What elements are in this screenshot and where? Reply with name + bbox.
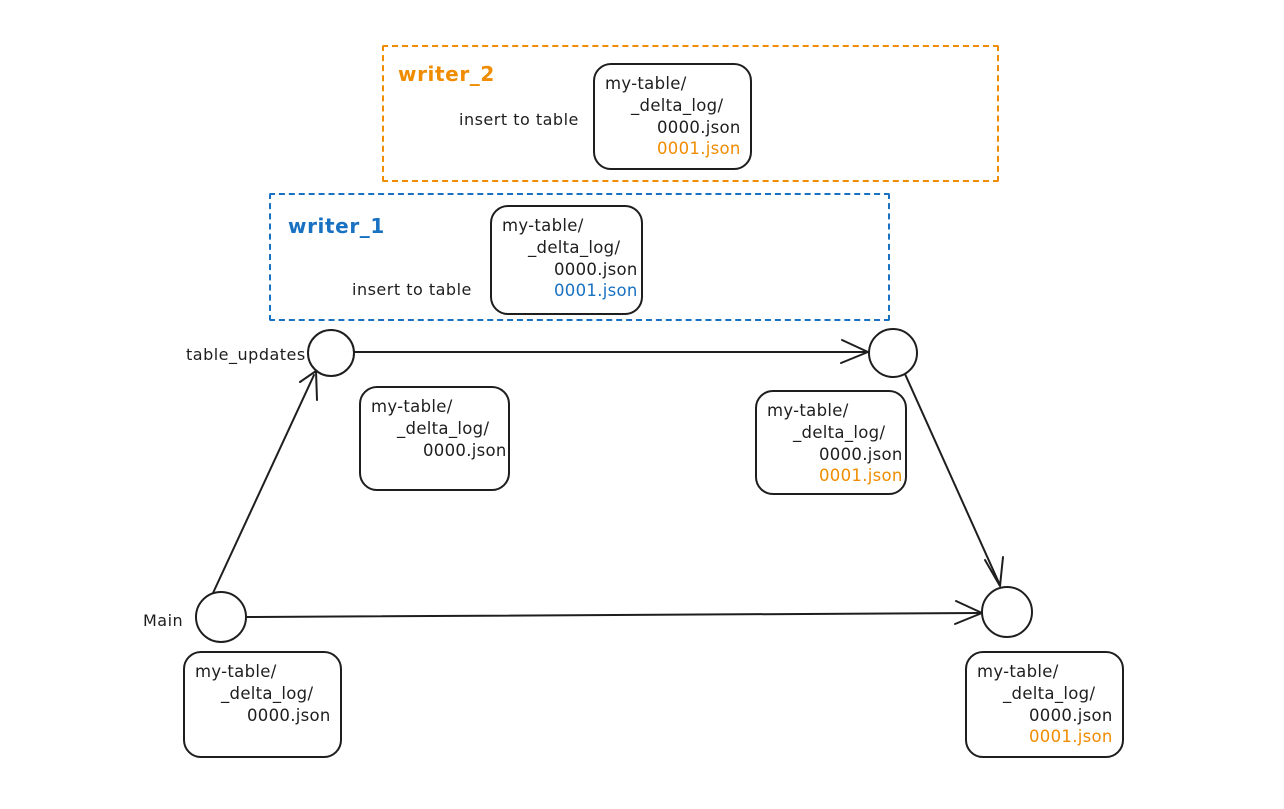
node-main-start[interactable] bbox=[195, 591, 247, 643]
card-line-path: my-table/ bbox=[195, 662, 277, 681]
card-line-path: my-table/ bbox=[767, 401, 849, 420]
card-line-dir: _delta_log/ bbox=[397, 418, 490, 438]
card-main-start: my-table/ _delta_log/ 0000.json bbox=[183, 651, 342, 758]
card-line-dir: _delta_log/ bbox=[528, 237, 621, 257]
edge-table-updates-to-main bbox=[904, 373, 1004, 587]
edge-main-to-table-updates bbox=[212, 370, 318, 594]
branch-label-table-updates: table_updates bbox=[186, 345, 306, 364]
node-main-end[interactable] bbox=[981, 586, 1033, 638]
card-line-path: my-table/ bbox=[605, 74, 687, 93]
card-line-file-0: 0000.json bbox=[554, 259, 638, 279]
card-line-file-1: 0001.json bbox=[1029, 727, 1113, 747]
card-line-file-1: 0001.json bbox=[554, 281, 638, 301]
group-frame-writer-2 bbox=[382, 45, 999, 182]
card-line-file-1: 0001.json bbox=[657, 139, 741, 159]
card-line-file-0: 0000.json bbox=[657, 117, 741, 137]
card-line-dir: _delta_log/ bbox=[1003, 683, 1096, 703]
node-table-updates-start[interactable] bbox=[307, 329, 355, 377]
card-writer-1: my-table/ _delta_log/ 0000.json 0001.jso… bbox=[490, 205, 643, 315]
card-line-dir: _delta_log/ bbox=[793, 422, 886, 442]
card-line-path: my-table/ bbox=[502, 216, 584, 235]
card-line-file-0: 0000.json bbox=[423, 440, 507, 460]
card-line-dir: _delta_log/ bbox=[631, 95, 724, 115]
edge-table-updates-commit bbox=[353, 339, 869, 364]
card-line-file-0: 0000.json bbox=[1029, 705, 1113, 725]
group-sublabel-writer-2: insert to table bbox=[459, 110, 579, 129]
branch-label-main: Main bbox=[143, 611, 184, 630]
group-label-writer-2: writer_2 bbox=[398, 62, 495, 86]
card-line-file-0: 0000.json bbox=[247, 705, 331, 725]
card-writer-2: my-table/ _delta_log/ 0000.json 0001.jso… bbox=[593, 63, 752, 170]
card-line-path: my-table/ bbox=[977, 662, 1059, 681]
group-sublabel-writer-1: insert to table bbox=[352, 280, 472, 299]
card-line-file-1: 0001.json bbox=[819, 466, 903, 486]
group-label-writer-1: writer_1 bbox=[288, 214, 385, 238]
card-table-updates-start: my-table/ _delta_log/ 0000.json bbox=[359, 386, 510, 491]
card-line-path: my-table/ bbox=[371, 397, 453, 416]
node-table-updates-end[interactable] bbox=[868, 328, 918, 378]
edge-main-commit bbox=[246, 600, 983, 625]
card-table-updates-merged: my-table/ _delta_log/ 0000.json 0001.jso… bbox=[755, 390, 907, 495]
card-line-file-0: 0000.json bbox=[819, 444, 903, 464]
group-frame-writer-1 bbox=[269, 193, 890, 321]
card-line-dir: _delta_log/ bbox=[221, 683, 314, 703]
card-main-merged: my-table/ _delta_log/ 0000.json 0001.jso… bbox=[965, 651, 1124, 758]
